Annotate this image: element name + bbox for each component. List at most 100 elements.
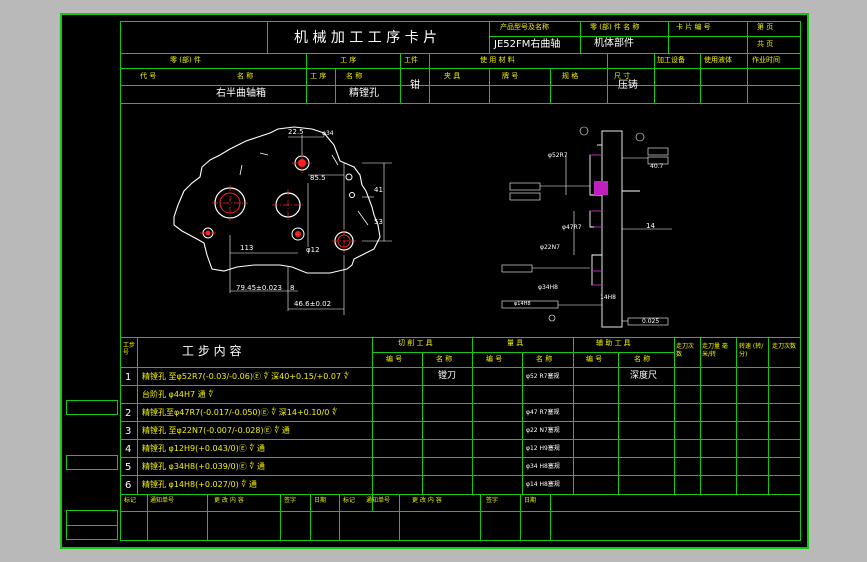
footer-mark: 标记: [124, 497, 137, 504]
dim-label: φ14H8: [514, 301, 531, 307]
part-value: 机体部件: [594, 38, 634, 49]
grid-line: [310, 494, 311, 541]
footer-sign: 签字: [284, 497, 297, 504]
grid-line: [747, 21, 748, 53]
grid-line: [674, 337, 675, 494]
grid-line: [489, 36, 801, 37]
grade-label: 牌 号: [502, 72, 519, 80]
grid-line: [618, 352, 619, 494]
dim-label: φ22N7: [540, 244, 560, 251]
grid-line: [120, 540, 801, 541]
code-col: 编 号: [486, 355, 503, 363]
grid-line: [66, 525, 118, 526]
card-no-label: 卡 片 编 号: [676, 23, 711, 31]
grid-line: [472, 337, 473, 494]
dim-label: 40.7: [650, 163, 664, 170]
grid-line: [120, 85, 801, 86]
dim-label: 46.6±0.02: [294, 300, 332, 308]
grid-line: [120, 367, 801, 368]
grid-line: [550, 494, 551, 541]
sheet-label: 第 页: [757, 23, 774, 31]
grid-line: [120, 403, 801, 404]
dim-label: 79.45±0.023: [236, 284, 282, 292]
grid-line: [120, 511, 801, 512]
grid-line: [768, 337, 769, 494]
step-content: 精镗孔 φ34H8(+0.039/0)Ⓔ ∜ 通: [142, 462, 265, 471]
coolant-label: 使用液体: [704, 56, 732, 64]
step-number: 2: [125, 408, 132, 419]
grid-line: [654, 53, 655, 103]
grid-line: [372, 337, 373, 511]
grid-line: [335, 68, 336, 103]
grid-line: [147, 494, 148, 541]
dim-label: φ34: [322, 130, 334, 137]
dim-label: 0.025: [642, 318, 660, 325]
dim-label: 41: [374, 186, 383, 194]
product-value: JE52FM右曲轴: [494, 39, 561, 50]
step-gauge: φ34 H8塞规: [526, 463, 560, 470]
grid-line: [668, 21, 669, 53]
step-number: 6: [125, 480, 132, 491]
dim-label: φ34H8: [538, 284, 558, 291]
part-name: 右半曲轴箱: [216, 88, 266, 99]
grid-line: [580, 21, 581, 53]
footer-date: 日期: [314, 497, 327, 504]
step-content: 精镗孔 至φ22N7(-0.007/-0.028)Ⓔ ∜ 通: [142, 426, 290, 435]
grid-line: [120, 385, 801, 386]
aux-tool-header: 辅 助 工 具: [596, 339, 631, 347]
footer-date: 日期: [524, 497, 537, 504]
equip-label: 加工设备: [657, 56, 685, 64]
dim-label: 14: [646, 222, 655, 230]
time-col: 走刀次数: [772, 343, 797, 350]
grid-line: [120, 21, 801, 22]
dim-label: φ52R7: [548, 152, 568, 159]
grid-line: [339, 494, 340, 541]
grid-line: [800, 21, 801, 541]
grid-line: [607, 53, 608, 103]
step-number: 5: [125, 462, 132, 473]
process-name: 精镗孔: [349, 88, 379, 99]
code-col: 编 号: [586, 355, 603, 363]
grid-line: [120, 352, 121, 353]
step-gauge: φ47 R7塞规: [526, 409, 560, 416]
dim-label: 85.5: [310, 174, 326, 182]
grid-line: [422, 352, 423, 494]
grid-line: [573, 337, 574, 494]
pname-label: 名 称: [346, 72, 363, 80]
grid-line: [520, 494, 521, 541]
step-content: 精镗孔 φ14H8(+0.027/0) ∜ 通: [142, 480, 257, 489]
footer-sign: 签字: [486, 497, 499, 504]
dim-label: 14H8: [600, 294, 616, 301]
step-tool: 镗刀: [438, 371, 457, 381]
grid-line: [399, 494, 400, 541]
grid-line: [280, 494, 281, 541]
step-aux: 深度尺: [630, 371, 658, 381]
step-no-header: 工步号: [123, 342, 136, 356]
footer-change-no: 通知单号: [366, 497, 391, 504]
grid-line: [120, 439, 801, 440]
cut-speed-col: 走刀量 毫米/转: [702, 343, 728, 358]
name-col: 名 称: [436, 355, 453, 363]
step-content: 精镗孔 φ12H9(+0.043/0)Ⓔ ∜ 通: [142, 444, 265, 453]
feed-col: 走刀次数: [676, 343, 695, 358]
grid-line: [480, 494, 481, 541]
dim-label: 8: [290, 284, 295, 292]
name-col: 名 称: [536, 355, 553, 363]
footer-content: 更 改 内 容: [412, 497, 442, 504]
side-box: [66, 400, 118, 415]
cutting-tool-header: 切 削 工 具: [398, 339, 433, 347]
dim-label: 113: [240, 244, 254, 252]
footer-mark: 标记: [343, 497, 356, 504]
grid-line: [207, 494, 208, 541]
grid-line: [550, 68, 551, 103]
spec-label: 规 格: [562, 72, 579, 80]
grid-line: [120, 337, 801, 338]
step-gauge: φ22 N7塞规: [526, 427, 560, 434]
grid-line: [700, 337, 701, 494]
grid-line: [137, 337, 138, 494]
grid-line: [120, 53, 801, 54]
step-gauge: φ12 H9塞规: [526, 445, 560, 452]
grid-line: [489, 21, 490, 53]
part-drawing: [173, 126, 672, 328]
rpm-col: 转速 (转/分): [739, 343, 764, 358]
